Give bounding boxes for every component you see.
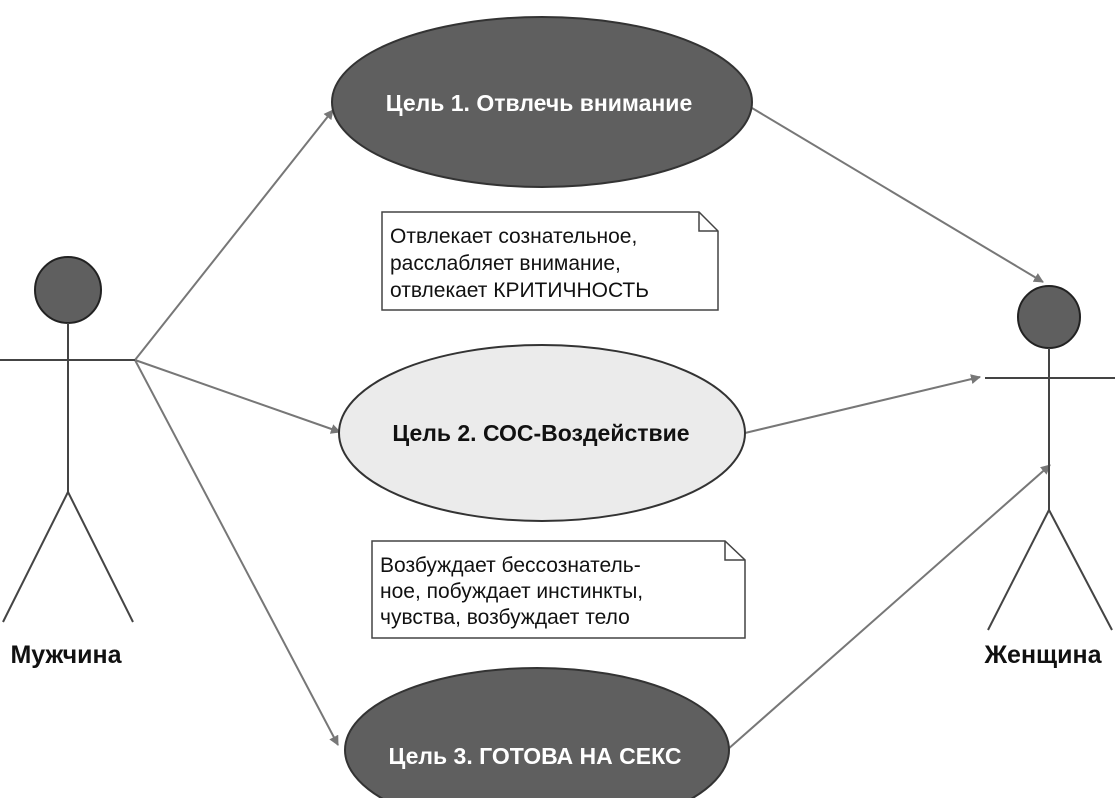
actor-man [0,256,135,623]
goal-2-label: Цель 2. СОС-Воздействие [392,420,689,446]
note-2-fold [724,541,745,561]
note-1-line-2: расслабляет внимание, [390,252,621,275]
arrow-man-to-goal3 [134,359,339,746]
goal-1-ellipse [331,16,753,188]
arrow-goal3-to-woman [726,464,1051,751]
actor-woman-head [1017,285,1081,349]
goal-2-ellipse [338,344,746,522]
note-1-line-3: отвлекает КРИТИЧНОСТЬ [390,279,649,302]
goal-3-label: Цель 3. ГОТОВА НА СЕКС [389,743,682,769]
goal-1-label: Цель 1. Отвлечь внимание [386,90,692,116]
note-2-line-3: чувства, возбуждает тело [380,606,630,629]
note-1: Отвлекает сознательное, расслабляет вним… [381,211,719,311]
note-2: Возбуждает бессознатель- ное, побуждает … [371,540,746,639]
note-2-line-1: Возбуждает бессознатель- [380,554,641,577]
arrow-goal1-to-woman [751,107,1044,283]
actor-woman-left-leg [987,509,1050,631]
note-1-line-1: Отвлекает сознательное, [390,225,637,248]
note-2-line-2: ное, побуждает инстинкты, [380,580,643,603]
actor-man-left-leg [2,491,69,623]
arrow-man-to-goal2 [134,359,341,434]
goal-3-usecase: Цель 3. ГОТОВА НА СЕКС [344,667,730,798]
actor-woman [985,285,1115,631]
associations [134,107,1051,751]
actor-woman-right-leg [1048,509,1113,631]
goal-1-usecase: Цель 1. Отвлечь внимание [331,16,753,188]
actor-man-right-leg [67,491,134,623]
actor-man-label: Мужчина [10,641,122,669]
note-1-fold [698,212,718,232]
goal-3-ellipse [344,667,730,798]
goal-2-usecase: Цель 2. СОС-Воздействие [338,344,746,522]
note-1-box [381,211,719,311]
actor-woman-label: Женщина [983,641,1102,669]
arrow-man-to-goal1 [134,109,334,361]
actor-man-head [34,256,102,324]
arrow-goal2-to-woman [744,374,981,434]
note-2-box [371,540,746,639]
